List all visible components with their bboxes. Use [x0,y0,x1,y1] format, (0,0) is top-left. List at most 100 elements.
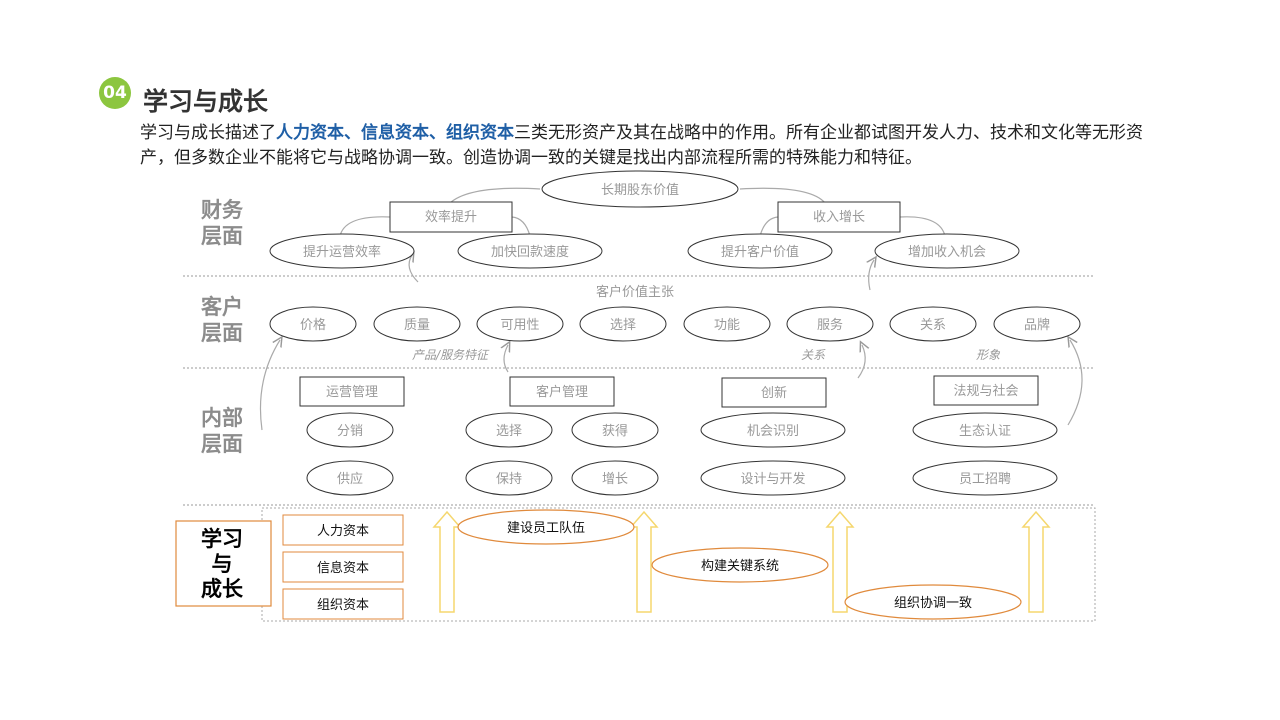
text-build-workforce: 建设员工队伍 [507,521,585,536]
layer-label-internal-2: 层面 [201,432,243,456]
oval-customer-6 [786,306,874,342]
learning-box-texts: 人力资本 信息资本 组织资本 [317,524,369,613]
oval-internal-3 [571,412,659,448]
box-customer-mgmt [509,376,615,407]
text-internal-oval-9: 设计与开发 [740,471,805,487]
arrow-internal-to-customer-left [259,340,280,431]
oval-internal-6 [306,460,394,496]
text-finance-oval-4: 增加收入机会 [908,245,986,260]
text-customer-oval-2: 质量 [404,318,430,333]
oval-customer-3 [476,306,564,342]
arrow-customer-to-finance-left [409,255,419,283]
layer-label-learning-1: 学习 [201,527,243,551]
text-customer-oval-5: 功能 [714,318,740,333]
oval-internal-10 [912,460,1058,496]
layer-label-customer-2: 层面 [201,321,243,345]
arrow-internal-to-customer-far [1068,340,1083,426]
text-customer-mgmt: 客户管理 [536,384,588,400]
layer-label-learning-3: 成长 [201,577,244,601]
learning-ovals [457,509,1022,620]
description: 学习与成长描述了人力资本、信息资本、组织资本三类无形资产及其在战略中的作用。所有… [140,121,1170,171]
oval-org-alignment [844,584,1022,620]
box-revenue-growth [777,201,901,233]
box-efficiency [389,201,513,233]
curve-growth-to-value [739,187,826,204]
text-internal-oval-2: 选择 [496,424,522,439]
text-customer-oval-6: 服务 [817,317,843,333]
label-product-service: 产品/服务特征 [412,348,490,362]
text-efficiency: 效率提升 [425,209,477,225]
arrow-customer-to-finance-right [869,260,874,291]
text-revenue-growth: 收入增长 [813,210,865,225]
text-customer-oval-8: 品牌 [1024,317,1050,333]
oval-internal-7 [465,460,553,496]
oval-internal-4 [700,412,846,448]
description-text-pre: 学习与成长描述了 [140,123,276,143]
customer-group-labels: 产品/服务特征 关系 形象 [412,348,1001,362]
text-internal-oval-8: 增长 [602,472,628,487]
page-title: 学习与成长 [143,87,269,116]
oval-customer-8 [993,306,1081,342]
oval-customer-5 [683,306,771,342]
text-customer-oval-7: 关系 [920,318,946,333]
text-finance-oval-3: 提升客户价值 [721,244,799,260]
layer-label-internal-1: 内部 [201,406,243,430]
up-arrow-icon [432,510,462,613]
oval-internal-1 [306,412,394,448]
customer-value-header: 客户价值主张 [596,284,674,300]
curve-efficiency-to-value [449,187,541,204]
curve-op-efficiency-to-box [339,216,391,237]
box-regulatory [933,375,1039,406]
layer-label-finance-2: 层面 [201,224,243,248]
text-finance-oval-2: 加快回款速度 [491,244,569,260]
curve-revenue-to-box [899,216,946,237]
arrow-internal-to-customer-mid [504,345,508,373]
oval-customer-4 [579,306,667,342]
text-human-capital: 人力资本 [317,524,369,539]
oval-customer-7 [889,306,977,342]
oval-internal-5 [912,412,1058,448]
text-org-alignment: 组织协调一致 [894,596,972,611]
arrow-internal-to-customer-right [857,345,865,379]
customer-ovals [269,306,1081,342]
text-customer-oval-4: 选择 [610,318,636,333]
label-image: 形象 [976,348,1001,362]
label-relationship: 关系 [801,348,826,362]
text-customer-oval-1: 价格 [300,317,326,333]
description-text-post: 三类无形资产及其在战略中的作用。所有企业都试图开发人力、技术和文化等无形资产，但… [140,123,1143,168]
finance-texts: 长期股东价值 效率提升 收入增长 提升运营效率 加快回款速度 提升客户价值 增加… [303,182,986,260]
internal-ovals [306,412,1058,496]
internal-oval-texts: 分销 选择 获得 机会识别 生态认证 供应 保持 增长 设计与开发 员工招聘 [337,423,1011,487]
text-internal-oval-7: 保持 [496,472,522,487]
internal-boxes [299,375,1039,408]
text-internal-oval-3: 获得 [602,423,628,439]
oval-finance-2 [457,233,603,269]
text-internal-oval-4: 机会识别 [747,424,799,439]
text-internal-oval-10: 员工招聘 [959,472,1011,487]
layer-label-finance-1: 财务 [201,198,244,222]
curve-customer-value-to-box [759,216,779,237]
text-innovation: 创新 [761,385,787,401]
text-information-capital: 信息资本 [317,560,369,576]
oval-key-systems [651,547,829,583]
text-finance-oval-1: 提升运营效率 [303,244,381,260]
layer-label-customer-1: 客户 [201,295,243,319]
section-number-badge: 04 [99,77,131,109]
text-long-term-value: 长期股东价值 [601,182,679,198]
finance-layer [269,170,1020,269]
learning-layer-label: 学习 与 成长 [201,527,244,601]
box-organization-capital [282,588,404,620]
text-regulatory: 法规与社会 [953,383,1018,399]
learning-dotted-frame [261,507,1096,622]
oval-internal-8 [571,460,659,496]
box-information-capital [282,551,404,583]
text-internal-oval-6: 供应 [337,471,363,487]
learning-oval-texts: 建设员工队伍 构建关键系统 组织协调一致 [507,521,972,611]
oval-customer-1 [269,306,357,342]
oval-long-term-value [541,170,739,208]
oval-finance-4 [874,233,1020,269]
oval-finance-3 [687,233,833,269]
text-internal-oval-5: 生态认证 [959,424,1011,439]
layer-separators [183,275,1095,506]
